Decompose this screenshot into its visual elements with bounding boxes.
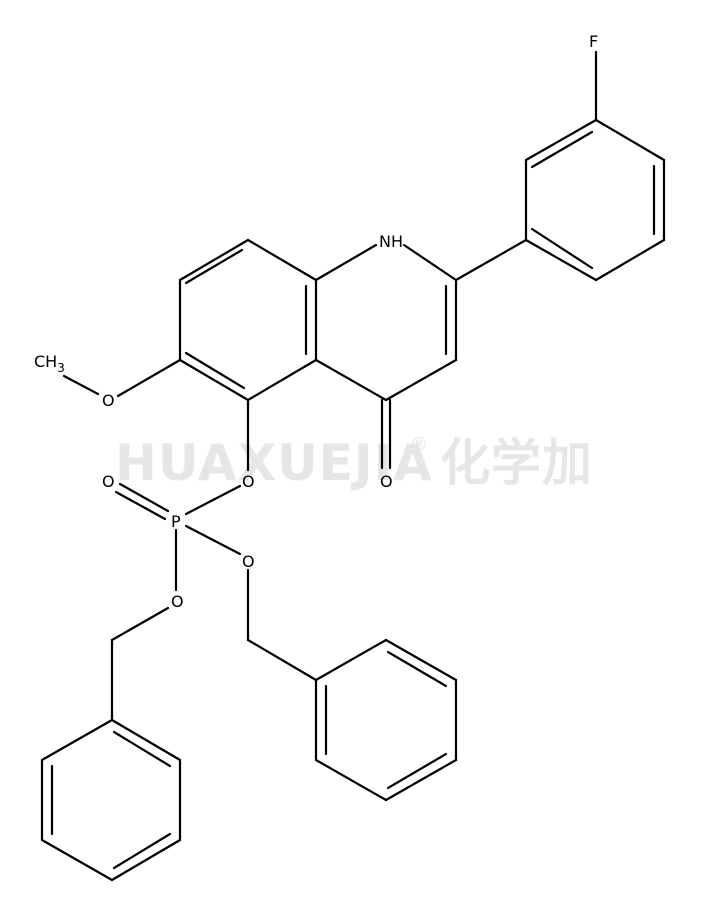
bond-double-inner xyxy=(530,227,594,270)
bond xyxy=(314,758,388,802)
bond-double xyxy=(114,490,167,521)
bond xyxy=(110,606,170,642)
bond xyxy=(402,243,458,282)
bond xyxy=(594,238,666,282)
bond xyxy=(524,118,598,162)
left-phenyl-bonds xyxy=(40,718,182,882)
bond xyxy=(384,638,458,682)
bond xyxy=(314,243,378,282)
watermark: HUAXUEJIA ® 化学加 xyxy=(115,434,593,492)
fluorophenyl-bonds xyxy=(454,50,666,282)
ketone-oxygen-label: O xyxy=(380,472,393,491)
atom-labels: F NH O CH3 O O P O O O xyxy=(34,32,598,611)
bond xyxy=(454,238,528,282)
bond-double-inner xyxy=(530,130,594,169)
quinoline-bonds xyxy=(178,238,458,470)
bond-double-inner xyxy=(112,730,172,768)
methoxy-oxygen-label: O xyxy=(102,391,115,410)
bond-double-inner xyxy=(184,351,246,390)
bond xyxy=(184,524,242,556)
phosphoryl-oxygen-label: O xyxy=(102,472,115,491)
bond xyxy=(384,358,458,402)
bond xyxy=(594,118,666,162)
bond xyxy=(178,358,250,402)
bond xyxy=(314,358,388,402)
watermark-registered: ® xyxy=(410,434,428,455)
bond xyxy=(524,238,598,282)
bond xyxy=(110,838,182,882)
bond-double-inner xyxy=(386,650,448,688)
nh-label: NH xyxy=(379,232,403,251)
watermark-chinese: 化学加 xyxy=(440,434,593,492)
bond xyxy=(384,758,458,802)
phosphate-oxygen-left-label: O xyxy=(171,592,184,611)
bond xyxy=(110,718,182,762)
bond xyxy=(62,374,100,396)
watermark-text: HUAXUEJIA xyxy=(115,434,433,492)
bond xyxy=(116,358,182,398)
bond-double-inner xyxy=(386,752,448,790)
bond xyxy=(178,238,250,282)
methoxy-bonds xyxy=(62,358,182,398)
bond-double xyxy=(118,482,170,513)
fluorine-label: F xyxy=(589,32,598,51)
bond xyxy=(184,484,242,516)
phosphate-bonds xyxy=(110,398,318,722)
phosphorus-label: P xyxy=(171,512,181,531)
bond xyxy=(314,638,388,682)
bond xyxy=(40,838,114,882)
ester-oxygen-label: O xyxy=(242,472,255,491)
methyl-label: CH3 xyxy=(34,352,65,375)
bond-double-inner xyxy=(112,832,172,870)
bond xyxy=(246,638,318,682)
phosphate-oxygen-right-label: O xyxy=(242,552,255,571)
bond xyxy=(40,718,114,762)
bond xyxy=(246,238,318,282)
bond-double-inner xyxy=(184,248,244,285)
bond xyxy=(246,358,318,402)
right-phenyl-bonds xyxy=(314,638,458,802)
